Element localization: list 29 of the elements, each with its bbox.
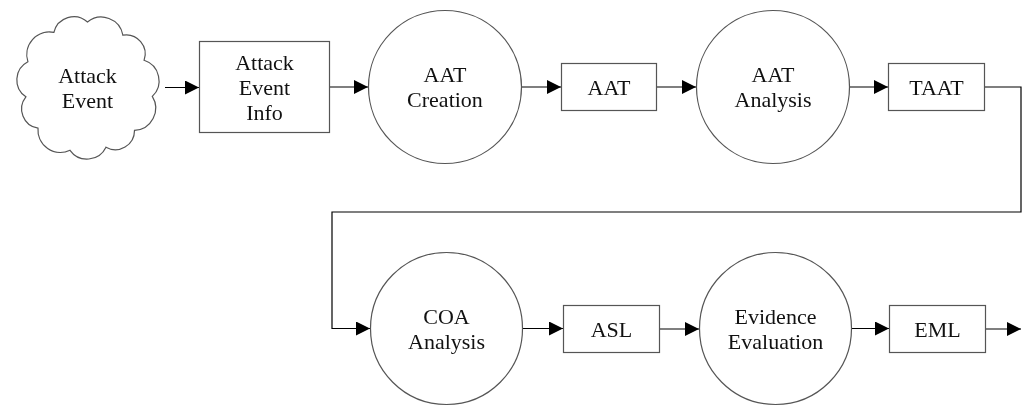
node-label: TAAT [909,74,964,100]
process-circle [699,252,852,405]
process-circle [696,10,850,164]
arrow [331,86,1022,336]
arrow [522,321,564,336]
node-label: AAT Creation [406,62,484,112]
data-box [889,305,986,353]
data-box [563,305,660,353]
arrow [849,80,889,94]
arrow [521,80,562,94]
node-label: ASL [590,316,633,342]
node-label: AAT [587,74,631,100]
process-circle [370,252,523,405]
arrow [659,322,700,336]
arrow [656,80,697,94]
arrow [329,80,369,94]
arrow [985,322,1022,336]
node-label: COA Analysis [407,303,486,354]
data-box [199,41,330,133]
node-label: Attack Event [57,62,118,113]
process-circle [368,10,522,164]
arrow [851,321,890,336]
data-box [888,63,985,111]
node-label: AAT Analysis [733,62,813,112]
arrow [164,80,200,95]
node-label: Evidence Evaluation [726,303,825,354]
node-label: Attack Event Info [234,49,295,125]
node-label: EML [914,316,961,342]
data-box [561,63,657,111]
